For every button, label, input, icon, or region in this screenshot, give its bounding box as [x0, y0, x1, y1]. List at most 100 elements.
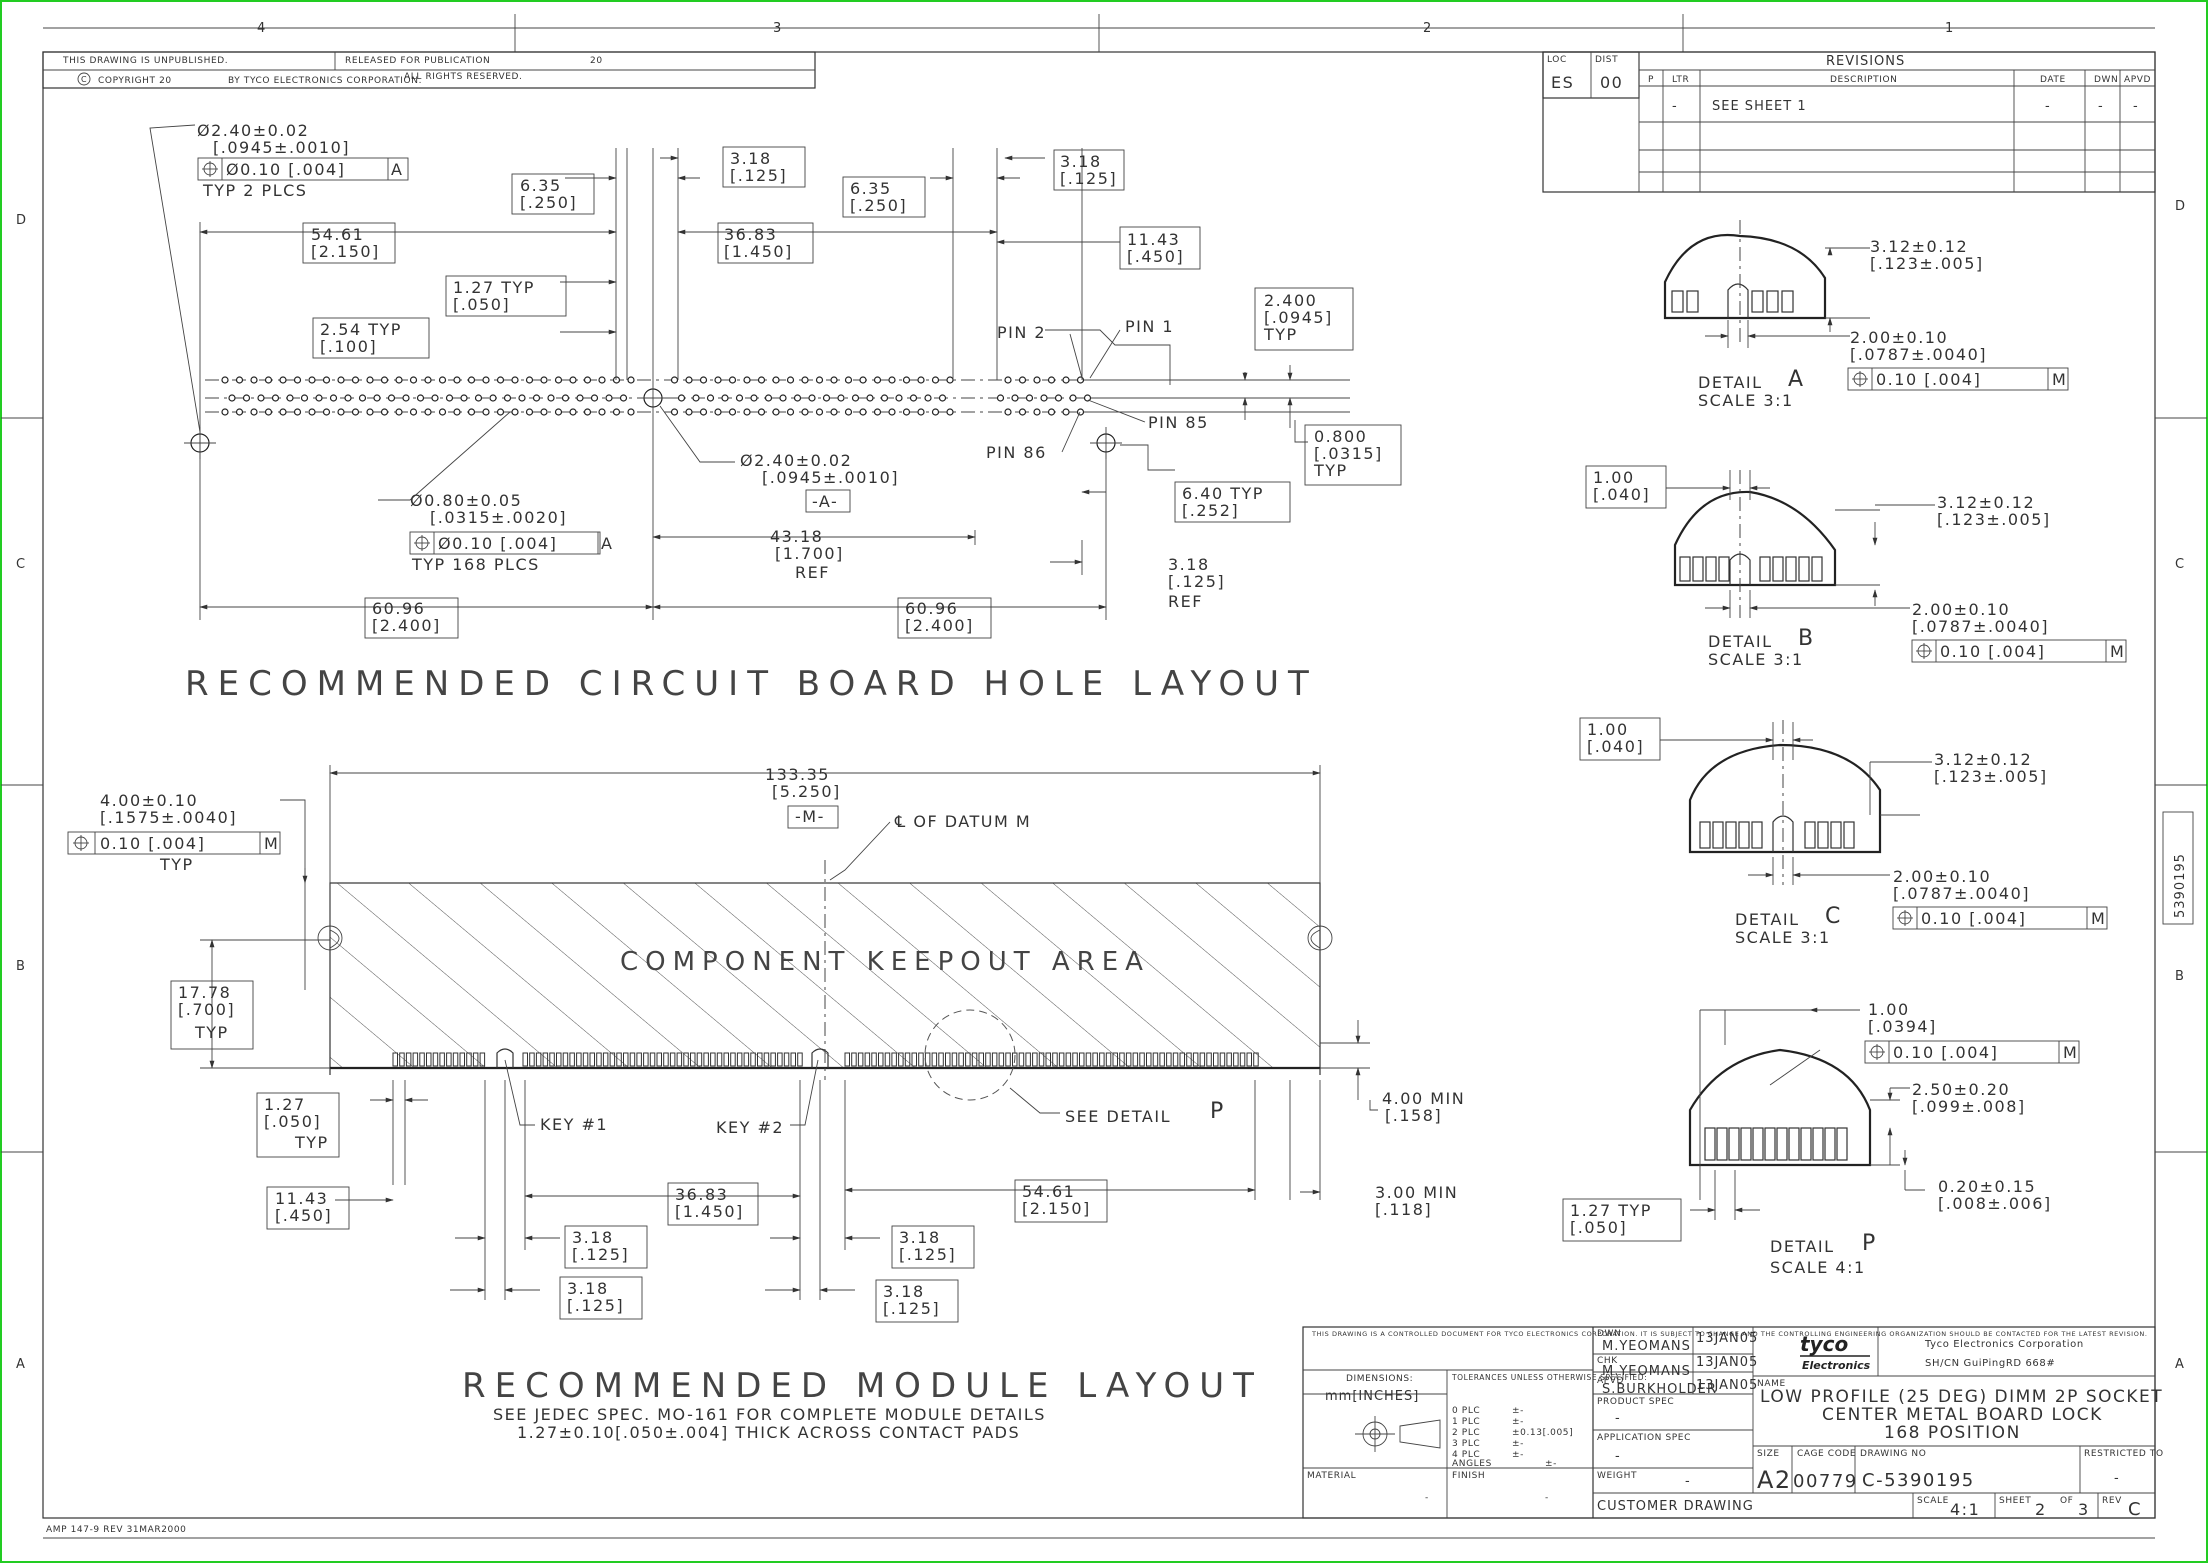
- contact-pad: [1206, 1052, 1212, 1067]
- col-p: P: [1648, 75, 1654, 85]
- contact-pad: [871, 1052, 877, 1067]
- pin-hole: [373, 394, 381, 402]
- module-height-typ: TYP: [194, 1023, 229, 1042]
- contact-pad: [1152, 1052, 1159, 1067]
- scale-label: SCALE: [1917, 1496, 1949, 1506]
- dim-3-18-ref: 3.18: [1168, 555, 1210, 574]
- pin-hole: [619, 394, 628, 402]
- pin-hole: [293, 408, 302, 416]
- contact-pad: [851, 1052, 857, 1067]
- detail-p-dim-top-in: [.0394]: [1868, 1017, 1937, 1036]
- pad-pitch-typ: TYP: [294, 1133, 329, 1152]
- dim-6-35: 6.35: [520, 176, 562, 195]
- contact-pad: [971, 1052, 978, 1067]
- dim-6-35-right-in: [.250]: [850, 196, 907, 215]
- pin-hole: [844, 376, 853, 384]
- dim-2-54-typ: 2.54 TYP: [320, 320, 402, 339]
- pin-hole: [685, 376, 693, 384]
- pin-hole: [453, 376, 461, 384]
- label-pin-86: PIN 86: [986, 443, 1047, 462]
- pin-hole: [735, 394, 744, 402]
- pin-hole: [308, 408, 316, 416]
- pin-hole: [286, 394, 294, 402]
- detail-b-dim-left: 1.00: [1593, 468, 1635, 487]
- zone-row-d-left: D: [16, 213, 27, 228]
- contact-slot: [1738, 821, 1750, 849]
- finish-label: FINISH: [1452, 1471, 1485, 1481]
- pin-hole: [888, 376, 896, 384]
- drawing-no-label: DRAWING NO: [1860, 1449, 1926, 1459]
- contact-slot: [1804, 821, 1816, 849]
- contact-pad: [589, 1052, 595, 1067]
- contact-pad: [757, 1052, 763, 1067]
- pin-hole: [772, 408, 780, 416]
- pin-hole: [612, 376, 621, 384]
- rev-row-ltr: -: [1672, 99, 1678, 114]
- pin-hole: [460, 394, 468, 402]
- tol-3-plc-value: ±-: [1512, 1439, 1524, 1449]
- detail-b-dim-2: 2.00±0.10: [1912, 600, 2010, 619]
- pin-hole: [438, 408, 447, 416]
- pin-hole: [1018, 376, 1027, 384]
- pin-hole: [750, 394, 758, 402]
- contact-pad: [1132, 1052, 1139, 1067]
- pin-hole: [264, 408, 273, 416]
- dim-54-61-mod: 54.61: [1022, 1182, 1075, 1201]
- contact-pad: [412, 1052, 419, 1067]
- dim-60-96-right: 60.96: [905, 599, 958, 618]
- pin-hole: [1076, 408, 1085, 416]
- detail-b-dim-1: 3.12±0.12: [1937, 493, 2035, 512]
- pin-hole: [511, 376, 519, 384]
- pin-hole: [880, 394, 889, 402]
- board-lock-dim-in: [.1575±.0040]: [100, 808, 237, 827]
- contact-pad: [1105, 1052, 1112, 1067]
- pin-hole: [757, 408, 766, 416]
- drawn-by: M.YEOMANS: [1602, 1339, 1691, 1354]
- contact-pad: [891, 1052, 897, 1067]
- pin-hole: [235, 408, 244, 416]
- pin-hole: [902, 408, 911, 416]
- cage-code-value: 00779: [1793, 1471, 1858, 1492]
- pin-hole: [743, 376, 751, 384]
- contact-slot: [1776, 1127, 1788, 1161]
- detail-p-title: DETAIL: [1770, 1237, 1835, 1256]
- detail-c-dim-2: 2.00±0.10: [1893, 867, 1991, 886]
- pin-hole: [416, 394, 425, 402]
- contact-pad: [777, 1052, 783, 1067]
- contact-pad: [770, 1052, 776, 1067]
- fcf3-typ: TYP: [159, 855, 194, 874]
- dim-11-43-mod: 11.43: [275, 1189, 328, 1208]
- loc-value: ES: [1551, 73, 1574, 92]
- pin-hole: [808, 394, 816, 402]
- pin-hole: [540, 408, 548, 416]
- detail-b-dim-2-in: [.0787±.0040]: [1912, 617, 2049, 636]
- pin-hole: [503, 394, 512, 402]
- detail-b-title: DETAIL: [1708, 632, 1773, 651]
- cage-code-label: CAGE CODE: [1797, 1449, 1856, 1459]
- contact-pad: [1246, 1052, 1252, 1067]
- contact-pad: [1072, 1052, 1078, 1067]
- dwn-label: DWN: [1597, 1329, 1621, 1339]
- contact-pad: [998, 1052, 1005, 1067]
- application-spec-value: -: [1615, 1449, 1621, 1464]
- pin-hole: [1018, 408, 1027, 416]
- contact-pad: [1213, 1052, 1219, 1067]
- pin-hole: [489, 394, 497, 402]
- pin-hole: [250, 376, 258, 384]
- revisions-title: REVISIONS: [1826, 54, 1905, 69]
- contact-slot: [1788, 1127, 1800, 1161]
- contact-pad: [629, 1052, 636, 1067]
- logo-tyco: tyco: [1800, 1332, 1848, 1356]
- pin-hole: [366, 376, 374, 384]
- pin-hole: [351, 408, 360, 416]
- finish-value: -: [1545, 1493, 1549, 1503]
- contact-pad: [797, 1052, 803, 1067]
- dim-0-800-typ: TYP: [1313, 461, 1348, 480]
- contact-pad: [1018, 1052, 1025, 1067]
- contact-slot: [1725, 821, 1737, 849]
- detail-p-dim-2-in: [.008±.006]: [1938, 1194, 2052, 1213]
- pin-hole: [917, 408, 925, 416]
- dim-3-18-mod-a-in: [.125]: [572, 1245, 629, 1264]
- detail-a-dim-1-in: [.123±.005]: [1870, 254, 1984, 273]
- label-pin-2: PIN 2: [997, 323, 1046, 342]
